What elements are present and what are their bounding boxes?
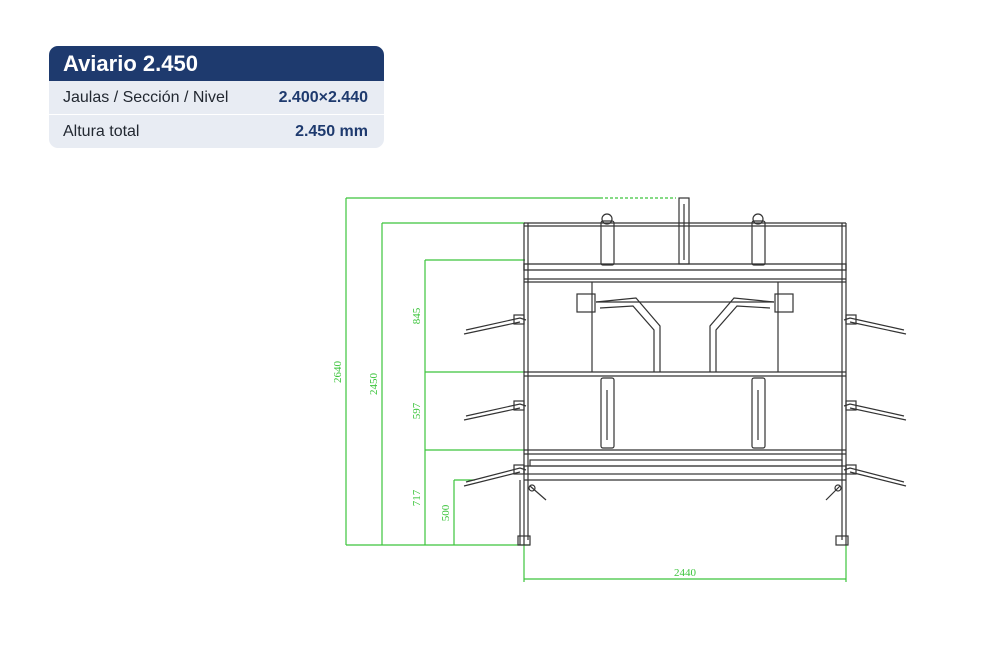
dimension-labels: 2640 2450 845 597 717 500 2440 bbox=[332, 307, 697, 579]
dim-label-width: 2440 bbox=[674, 567, 697, 579]
dim-label-frame: 2450 bbox=[368, 373, 380, 396]
dim-label-clearance: 500 bbox=[440, 504, 452, 521]
dim-label-upper: 845 bbox=[411, 307, 423, 324]
spec-row-height: Altura total 2.450 mm bbox=[49, 114, 384, 148]
aviary-structure bbox=[463, 197, 907, 546]
dim-label-middle: 597 bbox=[411, 402, 423, 419]
dimension-lines bbox=[345, 197, 847, 582]
spec-title: Aviario 2.450 bbox=[49, 46, 384, 81]
spec-value-height: 2.450 mm bbox=[295, 122, 368, 140]
spec-label-height: Altura total bbox=[63, 122, 140, 140]
spec-card: Aviario 2.450 Jaulas / Sección / Nivel 2… bbox=[49, 46, 384, 148]
spec-value-cages: 2.400×2.440 bbox=[278, 88, 368, 106]
dim-label-overall: 2640 bbox=[332, 361, 344, 384]
spec-label-cages: Jaulas / Sección / Nivel bbox=[63, 88, 229, 106]
spec-row-cages: Jaulas / Sección / Nivel 2.400×2.440 bbox=[49, 81, 384, 114]
dim-label-lower: 717 bbox=[411, 489, 423, 506]
